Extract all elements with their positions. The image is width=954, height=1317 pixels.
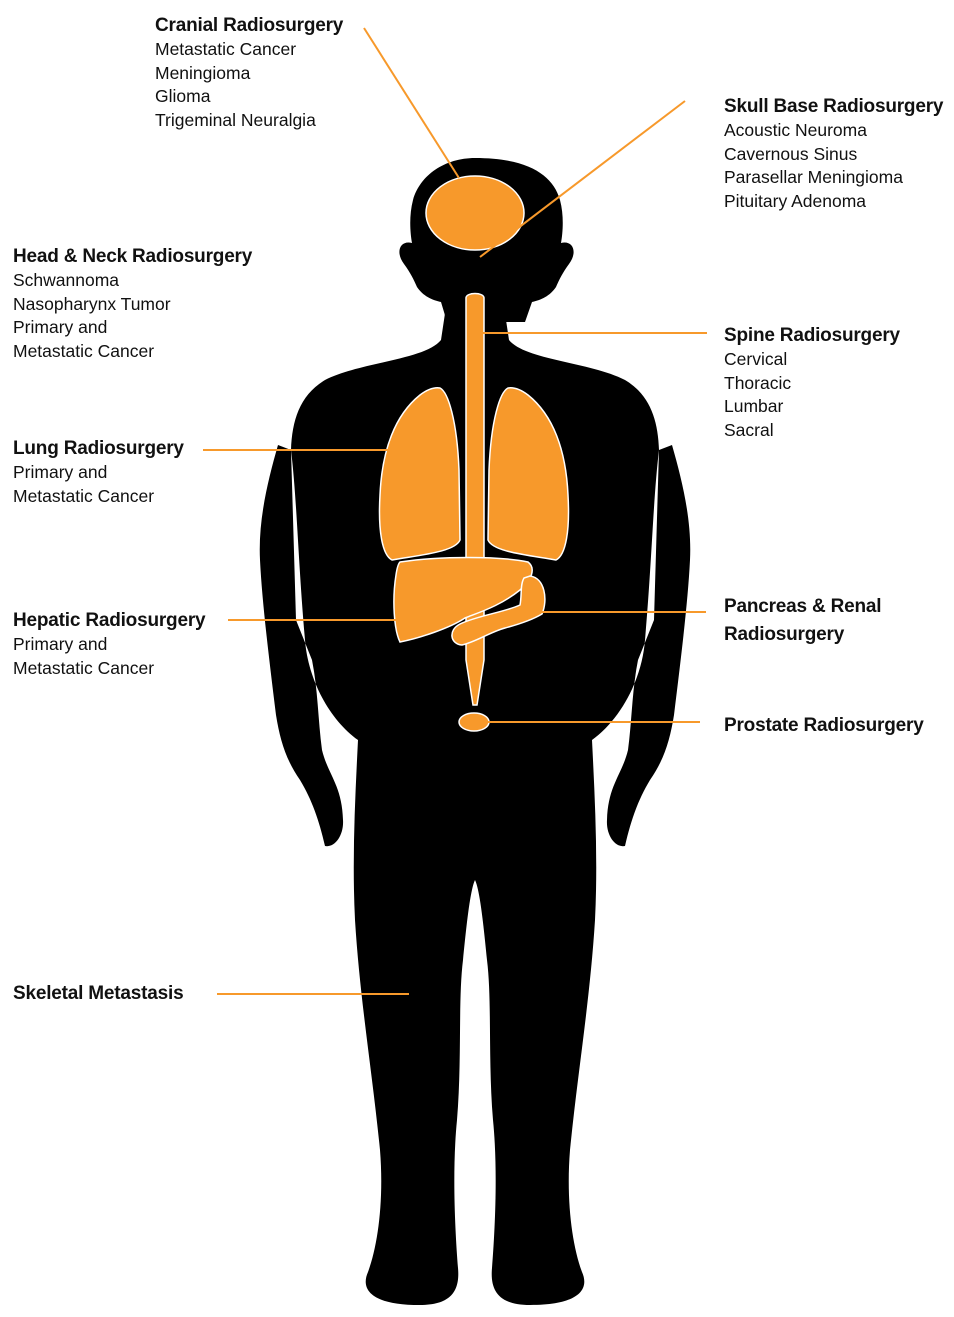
spine-label: Spine Radiosurgery Cervical Thoracic Lum…	[724, 324, 900, 442]
head-neck-item: Metastatic Cancer	[13, 340, 252, 364]
cranial-item: Glioma	[155, 85, 343, 109]
skull-base-item: Cavernous Sinus	[724, 143, 943, 167]
pancreas-renal-label: Pancreas & Renal Radiosurgery	[724, 595, 881, 647]
cranial-leader	[364, 28, 459, 178]
head-neck-label: Head & Neck Radiosurgery Schwannoma Naso…	[13, 245, 252, 363]
skull-base-item: Parasellar Meningioma	[724, 166, 943, 190]
cranial-item: Meningioma	[155, 62, 343, 86]
lung-title: Lung Radiosurgery	[13, 437, 184, 461]
cranial-label: Cranial Radiosurgery Metastatic Cancer M…	[155, 14, 343, 132]
head-neck-title: Head & Neck Radiosurgery	[13, 245, 252, 269]
pancreas-renal-title-line: Radiosurgery	[724, 623, 881, 647]
hepatic-item: Metastatic Cancer	[13, 657, 205, 681]
skull-base-label: Skull Base Radiosurgery Acoustic Neuroma…	[724, 95, 943, 213]
cranial-item: Metastatic Cancer	[155, 38, 343, 62]
skull-base-item: Pituitary Adenoma	[724, 190, 943, 214]
head-neck-item: Nasopharynx Tumor	[13, 293, 252, 317]
skull-base-item: Acoustic Neuroma	[724, 119, 943, 143]
hepatic-label: Hepatic Radiosurgery Primary and Metasta…	[13, 609, 205, 680]
skeletal-title: Skeletal Metastasis	[13, 982, 183, 1006]
head-neck-item: Schwannoma	[13, 269, 252, 293]
lung-item: Primary and	[13, 461, 184, 485]
lung-label: Lung Radiosurgery Primary and Metastatic…	[13, 437, 184, 508]
pancreas-renal-title-line: Pancreas & Renal	[724, 595, 881, 619]
prostate-title: Prostate Radiosurgery	[724, 714, 924, 738]
hepatic-item: Primary and	[13, 633, 205, 657]
spine-item: Thoracic	[724, 372, 900, 396]
spine-item: Cervical	[724, 348, 900, 372]
cranial-item: Trigeminal Neuralgia	[155, 109, 343, 133]
cranial-title: Cranial Radiosurgery	[155, 14, 343, 38]
lung-item: Metastatic Cancer	[13, 485, 184, 509]
skeletal-label: Skeletal Metastasis	[13, 982, 183, 1006]
spine-item: Sacral	[724, 419, 900, 443]
hepatic-title: Hepatic Radiosurgery	[13, 609, 205, 633]
prostate-label: Prostate Radiosurgery	[724, 714, 924, 738]
brain	[426, 176, 524, 250]
skull-base-title: Skull Base Radiosurgery	[724, 95, 943, 119]
head-neck-item: Primary and	[13, 316, 252, 340]
spine-item: Lumbar	[724, 395, 900, 419]
spine-title: Spine Radiosurgery	[724, 324, 900, 348]
